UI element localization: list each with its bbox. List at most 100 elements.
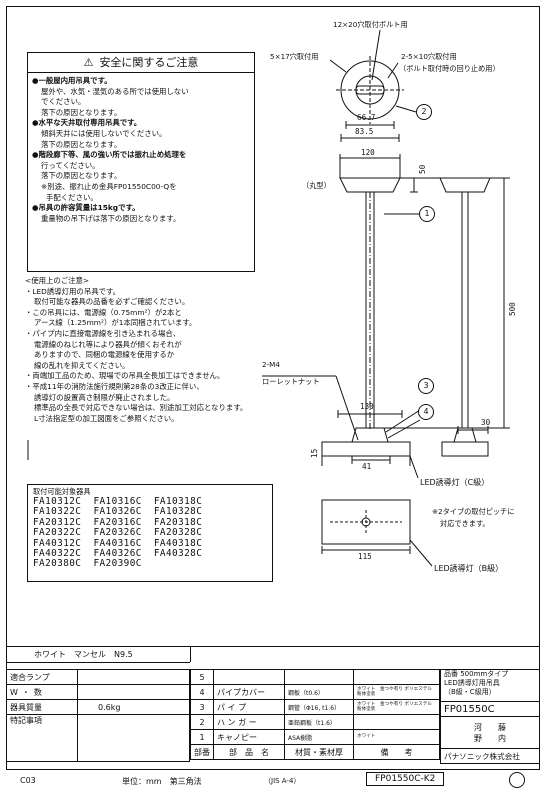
canopy-side-view bbox=[339, 177, 401, 193]
part-name: キャノピー bbox=[213, 729, 285, 745]
safety-line: 手配ください。 bbox=[46, 192, 98, 202]
title-block-rule bbox=[6, 646, 540, 647]
part-number: 4 bbox=[190, 684, 214, 700]
dim-120: 120 bbox=[361, 148, 375, 157]
safety-line: 落下の原因となります。 bbox=[41, 139, 122, 149]
dim-83-5: 83.5 bbox=[355, 127, 374, 136]
usage-note-line: L寸法指定型の加工図面をご参照ください。 bbox=[34, 413, 179, 423]
safety-line: ●水平な天井取付専用吊具です。 bbox=[32, 118, 142, 128]
part-name: パ イ プ bbox=[213, 699, 285, 715]
safety-line: でください。 bbox=[41, 97, 86, 107]
product-type: 品番 500mmタイプ bbox=[444, 670, 509, 679]
compatible-model-row: FA20312C FA20316C FA20318C bbox=[33, 516, 203, 528]
usage-note-line: 標準品の全長で対応できない場合は、別途加工対応となります。 bbox=[34, 403, 248, 413]
pipe-cover bbox=[351, 427, 389, 443]
drawing-number: FP01550C-K2 bbox=[366, 772, 445, 786]
part-name: ハ ン ガ ー bbox=[213, 714, 285, 730]
safety-line: 重量物の吊下げは落下の原因となります。 bbox=[41, 213, 181, 223]
label-2-m4: 2-M4 bbox=[262, 360, 280, 369]
usage-note-line: ありますので、同梱の電源線を使用するか bbox=[34, 350, 175, 360]
part-material: 鋼板（t0.6） bbox=[284, 684, 354, 700]
safety-line: 傾斜天井には使用しないでください。 bbox=[41, 128, 167, 138]
part-number: 3 bbox=[190, 699, 214, 715]
safety-line: ●階段廊下等、風の強い所では振れ止め処理を bbox=[32, 150, 187, 160]
header-part-no: 部番 bbox=[190, 744, 214, 760]
part-remarks: ホワイト 金つや有り ポリエステル粉体塗装 bbox=[353, 684, 440, 700]
safety-line: 行ってください。 bbox=[41, 160, 100, 170]
drawing-frame bbox=[6, 6, 540, 770]
dim-50: 50 bbox=[418, 164, 427, 174]
usage-note-line: 電源線のねじれ等により器具が傾くおそれが bbox=[34, 339, 182, 349]
label-b-class-lamp: LED誘導灯（B級） bbox=[434, 564, 504, 573]
compatible-model-row: FA20322C FA20326C FA20328C bbox=[33, 527, 203, 539]
usage-note-line: ・LED誘導灯用の吊具です。 bbox=[25, 286, 121, 296]
header-remarks: 備 考 bbox=[353, 744, 440, 760]
compatible-model-row: FA10322C FA10326C FA10328C bbox=[33, 506, 203, 518]
part-number: 2 bbox=[190, 714, 214, 730]
b-class-lamp-plan bbox=[321, 499, 411, 545]
mass-value: 0.6kg bbox=[77, 699, 190, 715]
c-class-lamp-mount bbox=[321, 441, 411, 457]
label-bolt-hole: 12×20穴取付ボルト用 bbox=[333, 20, 408, 29]
technical-drawing bbox=[27, 29, 510, 567]
safety-notice-title: ⚠安全に関するご注意 bbox=[28, 53, 254, 73]
part-remarks: ホワイト bbox=[353, 729, 440, 745]
watt-label: W・数 bbox=[6, 684, 78, 700]
usage-note-line: ・平成11年の消防法施行規則第28条の3改正に伴い、 bbox=[25, 381, 204, 391]
part-material bbox=[284, 669, 354, 685]
part-material: 亜鉛鋼板（t1.6） bbox=[284, 714, 354, 730]
safety-line: 落下の原因となります。 bbox=[41, 171, 122, 181]
label-pitch-note-1: ※2タイプの取付ピッチに bbox=[432, 507, 515, 516]
part-material: ASA樹脂 bbox=[284, 729, 354, 745]
footer-code: C03 bbox=[20, 776, 36, 785]
revision-circle bbox=[509, 772, 525, 788]
color-spec: ホワイト マンセル N9.5 bbox=[34, 650, 133, 659]
part-remarks bbox=[353, 669, 440, 685]
callout-3: 3 bbox=[418, 378, 434, 394]
usage-notes-body: ・LED誘導灯用の吊具です。取付可能な器具の品番を必ずご確認ください。・この吊具… bbox=[25, 287, 275, 425]
callout-1: 1 bbox=[419, 206, 435, 222]
warning-triangle-icon: ⚠ bbox=[83, 56, 94, 69]
part-row: 5 bbox=[190, 669, 440, 685]
label-knurled-nut: ローレットナット bbox=[262, 377, 320, 386]
safety-line: 屋外や、水気・湿気のある所では使用しない bbox=[41, 86, 189, 96]
lamp-label: 適合ランプ bbox=[6, 669, 78, 685]
product-desc-2: （B級・C級用） bbox=[444, 688, 496, 696]
label-pitch-note-2: 対応できます。 bbox=[440, 519, 490, 528]
part-remarks bbox=[353, 714, 440, 730]
part-number: 5 bbox=[190, 669, 214, 685]
product-number: FP01550C bbox=[440, 701, 540, 717]
compatible-model-row: FA40312C FA40316C FA40318C bbox=[33, 537, 203, 549]
dim-115: 115 bbox=[358, 552, 372, 561]
dim-15: 15 bbox=[310, 448, 319, 458]
label-2-5x10-hole: 2-5×10穴取付用 bbox=[401, 52, 457, 61]
company-name: パナソニック株式会社 bbox=[440, 748, 540, 764]
label-5x17-hole: 5×17穴取付用 bbox=[270, 52, 319, 61]
usage-notes-title: <使用上のご注意> bbox=[25, 276, 90, 285]
usage-note-line: アース線（1.25mm²）が1本同梱されています。 bbox=[34, 318, 197, 328]
footer-unit: 単位：mm 第三角法 bbox=[122, 777, 202, 786]
usage-note-line: 取付可能な器具の品番を必ずご確認ください。 bbox=[34, 297, 190, 307]
part-name: パイプカバー bbox=[213, 684, 285, 700]
compatible-model-row: FA20380C FA20390C bbox=[33, 558, 142, 570]
callout-2: 2 bbox=[416, 104, 432, 120]
canopy-right-view bbox=[439, 177, 491, 193]
dim-30: 30 bbox=[481, 418, 491, 427]
label-c-class-lamp: LED誘導灯（C級） bbox=[420, 478, 490, 487]
safety-line: ●吊具の許容質量は15kgです。 bbox=[32, 203, 140, 213]
special-notes-label: 特記事項 bbox=[6, 714, 78, 762]
compatible-model-row: FA40322C FA40326C FA40328C bbox=[33, 548, 203, 560]
part-number: 1 bbox=[190, 729, 214, 745]
approver-1: 河 藤 bbox=[474, 722, 506, 732]
safety-line: ※別途、振れ止め金具FP01550C00-Qを bbox=[41, 181, 177, 191]
usage-note-line: 誘導灯の設置高さ制限が廃止されました。 bbox=[34, 392, 175, 402]
compatible-model-row: FA10312C FA10316C FA10318C bbox=[33, 496, 203, 507]
header-part-name: 部 品 名 bbox=[213, 744, 285, 760]
safety-line: ●一般屋内用吊具です。 bbox=[32, 76, 112, 85]
part-name bbox=[213, 669, 285, 685]
label-round-type: （丸型） bbox=[302, 181, 331, 190]
